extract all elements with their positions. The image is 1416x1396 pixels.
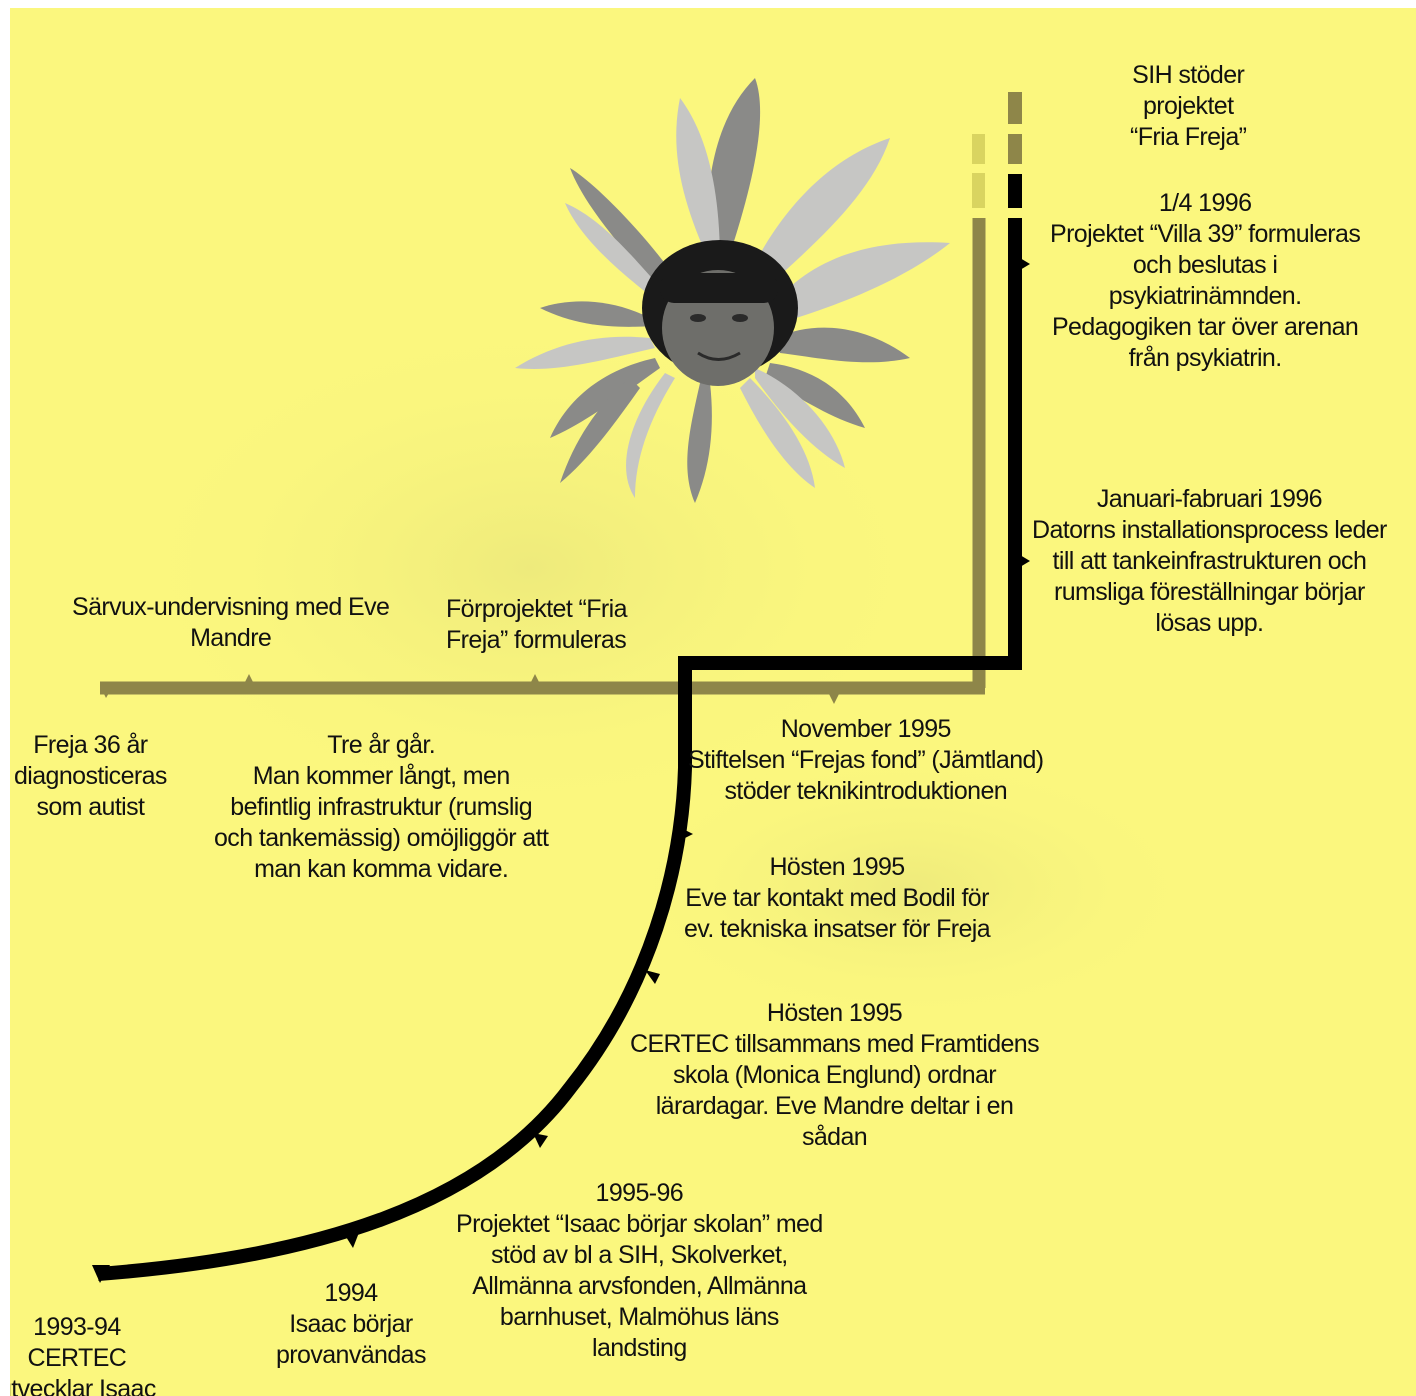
tick-marker: [645, 970, 660, 984]
eye: [732, 314, 748, 322]
y1993-label: 1993-94 CERTEC utvecklar Isaac: [10, 1313, 156, 1396]
shadow-blob: [610, 748, 1210, 1028]
isaac-label: 1995-96 Projektet “Isaac börjar skolan” …: [456, 1179, 823, 1362]
light-dash: [972, 173, 985, 208]
face-illustration: [642, 240, 798, 386]
tick-marker: [530, 674, 540, 684]
tick-marker: [92, 1265, 110, 1283]
olive-dash: [1008, 92, 1022, 124]
petal: [565, 203, 665, 303]
petal: [626, 373, 675, 498]
petal: [740, 378, 815, 488]
november-label: November 1995 Stiftelsen “Frejas fond” (…: [688, 715, 1044, 805]
tick-marker: [343, 1230, 360, 1248]
olive-dash: [1008, 134, 1022, 164]
eye: [690, 314, 706, 322]
petal: [765, 363, 865, 428]
forprojekt-label: Förprojektet “Fria Freja” formuleras: [446, 595, 628, 654]
tick-marker: [828, 692, 840, 704]
tick-marker: [1020, 258, 1030, 270]
januari-label: Januari-fabruari 1996 Datorns installati…: [1032, 485, 1387, 637]
tick-marker: [681, 828, 693, 840]
petal: [515, 336, 655, 369]
y1994-label: 1994 Isaac börjar provanvändas: [276, 1279, 426, 1369]
petal: [755, 368, 845, 468]
freja36-label: Freja 36 år diagnosticeras som autist: [14, 731, 167, 821]
black-curve: [97, 218, 1022, 1281]
mouth: [697, 351, 741, 361]
petal: [707, 78, 761, 283]
petal: [745, 138, 890, 298]
petal: [687, 383, 712, 503]
petal: [770, 242, 950, 323]
tick-marker: [244, 674, 254, 684]
hosten2-label: Hösten 1995 CERTEC tillsammans med Framt…: [630, 999, 1040, 1151]
tick-marker: [533, 1133, 548, 1148]
sih-label: SIH stöder projektet “Fria Freja”: [1130, 61, 1247, 151]
light-dash: [972, 134, 985, 164]
petal: [550, 358, 660, 438]
timeline-diagram: SIH stöder projektet “Fria Freja” 1/4 19…: [10, 8, 1416, 1396]
petal: [560, 378, 640, 483]
black-dash: [1008, 174, 1022, 208]
tick-marker: [1020, 555, 1030, 567]
tick-marker: [100, 686, 113, 698]
petal-illustration: [515, 78, 950, 503]
shadow-blob: [110, 308, 950, 828]
sarvux-label: Särvux-undervisning med Eve Mandre: [72, 593, 390, 652]
olive-timeline: [100, 134, 986, 704]
diagram-graphics: [10, 8, 1416, 1396]
trear-label: Tre år går. Man kommer långt, men befint…: [214, 731, 549, 883]
black-timeline: [92, 92, 1030, 1283]
villa-label: 1/4 1996 Projektet “Villa 39” formuleras…: [1050, 189, 1361, 372]
hosten1-label: Hösten 1995 Eve tar kontakt med Bodil fö…: [684, 853, 991, 943]
fringe: [660, 273, 778, 303]
petal: [540, 301, 655, 327]
petal: [775, 327, 910, 363]
petal: [676, 98, 720, 263]
